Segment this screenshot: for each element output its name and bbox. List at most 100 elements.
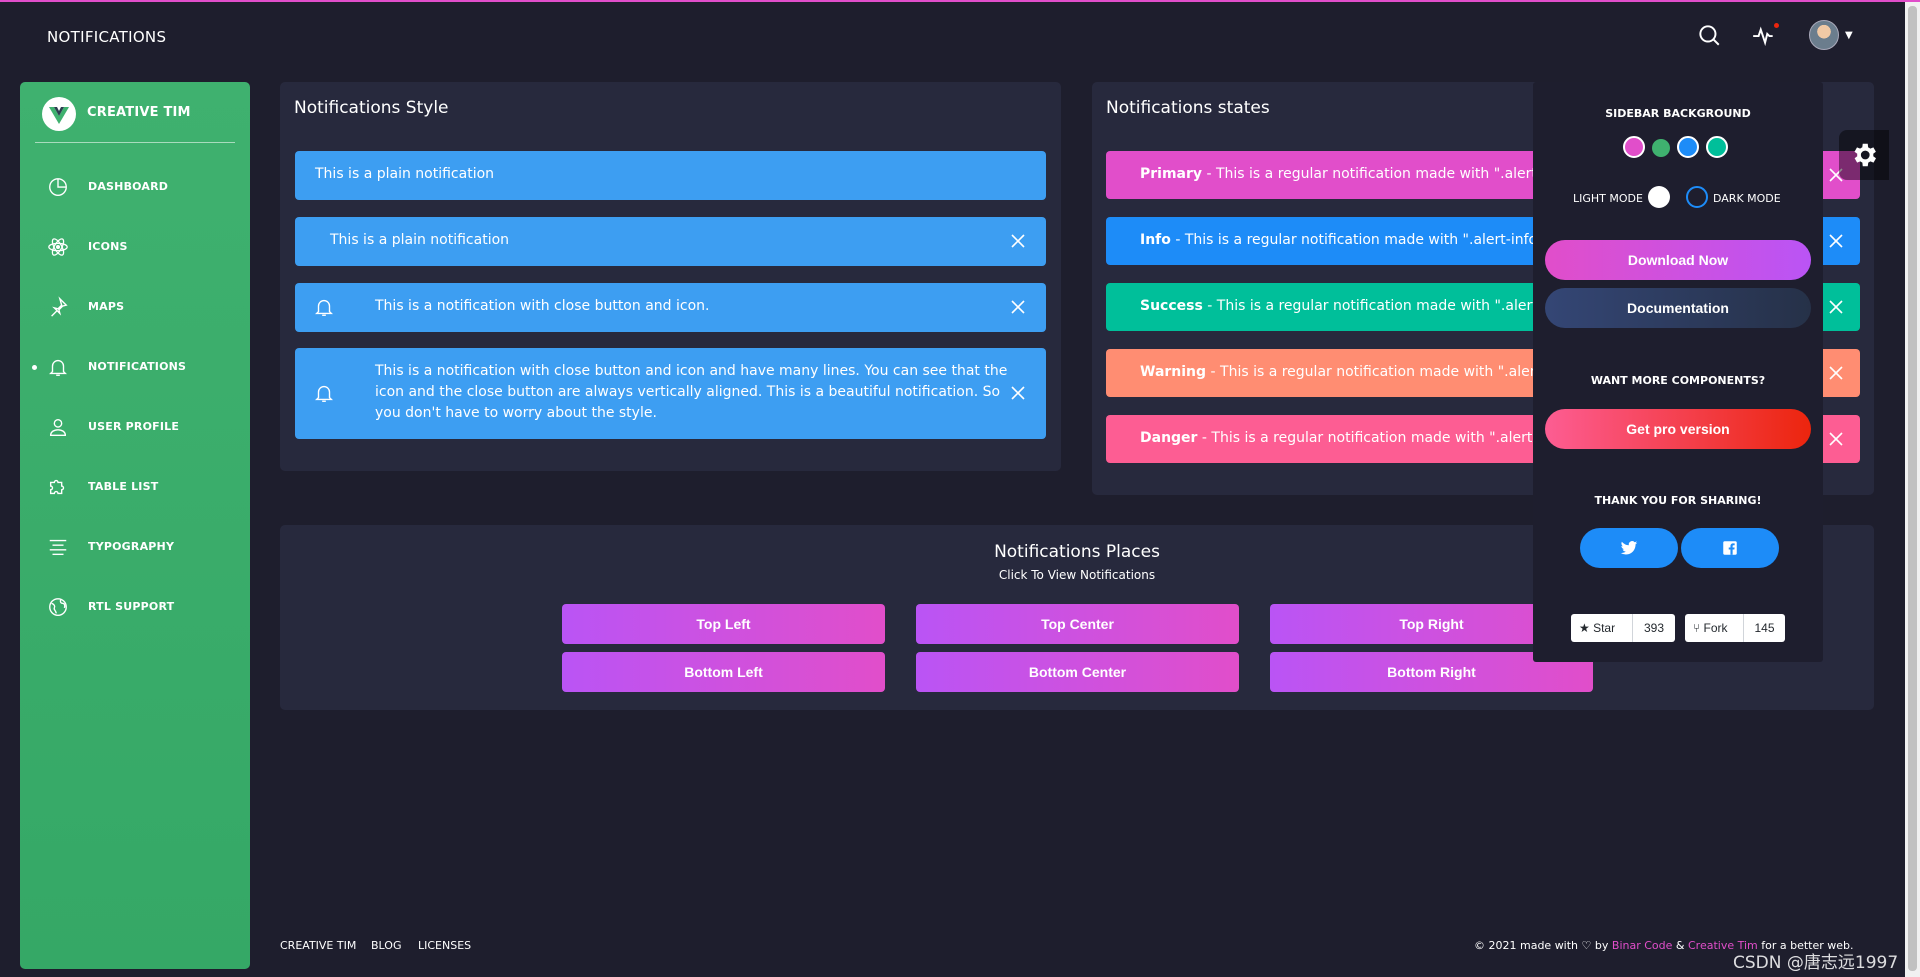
puzzle-icon: [47, 476, 69, 498]
sidebar-item-label: USER PROFILE: [88, 420, 180, 433]
sidebar: CREATIVE TIM DASHBOARD ICONS MAPS NOTIFI…: [20, 82, 250, 969]
github-fork-label: ⑂ Fork: [1685, 614, 1728, 642]
card-title: Notifications Style: [294, 98, 449, 118]
color-swatch-primary[interactable]: [1623, 136, 1645, 158]
github-star-label: ★ Star: [1571, 614, 1615, 642]
card-title: Notifications Places: [994, 542, 1160, 562]
sidebar-item-typography[interactable]: TYPOGRAPHY: [20, 527, 250, 567]
github-fork-button[interactable]: ⑂ Fork 145: [1685, 614, 1785, 642]
sidebar-item-notifications[interactable]: NOTIFICATIONS: [20, 347, 250, 387]
avatar: [1809, 20, 1839, 50]
alert-text: Info - This is a regular notification ma…: [1140, 232, 1544, 248]
card-title: Notifications states: [1106, 98, 1270, 118]
bottom-left-button[interactable]: Bottom Left: [562, 652, 885, 692]
chart-pie-icon: [47, 176, 69, 198]
sidebar-brand[interactable]: CREATIVE TIM: [87, 105, 191, 120]
sidebar-item-table-list[interactable]: TABLE LIST: [20, 467, 250, 507]
light-mode-label: LIGHT MODE: [1573, 192, 1643, 205]
sidebar-item-user-profile[interactable]: USER PROFILE: [20, 407, 250, 447]
star-count: 393: [1643, 621, 1665, 635]
color-swatch-blue[interactable]: [1677, 136, 1699, 158]
twitter-icon: [1620, 541, 1638, 555]
sidebar-item-rtl-support[interactable]: RTL SUPPORT: [20, 587, 250, 627]
world-icon: [47, 596, 69, 618]
github-star-button[interactable]: ★ Star 393: [1571, 614, 1675, 642]
twitter-share-button[interactable]: [1580, 528, 1678, 568]
creative-tim-link[interactable]: Creative Tim: [1687, 939, 1758, 952]
close-icon[interactable]: [1829, 366, 1843, 380]
icon-notification: This is a notification with close button…: [295, 283, 1046, 332]
sidebar-item-dashboard[interactable]: DASHBOARD: [20, 167, 250, 207]
search-icon[interactable]: [1696, 22, 1722, 48]
alert-text: Success - This is a regular notification…: [1140, 298, 1604, 314]
sidebar-item-label: TYPOGRAPHY: [88, 540, 175, 553]
facebook-icon: [1723, 541, 1737, 555]
sidebar-item-icons[interactable]: ICONS: [20, 227, 250, 267]
by-text: by: [1594, 939, 1609, 952]
alert-text: This is a notification with close button…: [375, 363, 1008, 421]
bell-icon: [47, 356, 69, 378]
alert-message: - This is a regular notification made wi…: [1170, 232, 1544, 248]
close-icon[interactable]: [1011, 386, 1025, 400]
align-center-icon: [47, 536, 69, 558]
alert-text: This is a plain notification: [330, 232, 510, 248]
alert-label: Danger: [1140, 430, 1198, 446]
scrollbar-thumb[interactable]: [1908, 6, 1917, 971]
more-components-heading: WANT MORE COMPONENTS?: [1590, 374, 1766, 387]
settings-toggle[interactable]: [1839, 130, 1889, 180]
alert-label: Warning: [1140, 364, 1207, 380]
thanks-heading: THANK YOU FOR SHARING!: [1594, 494, 1762, 507]
close-icon[interactable]: [1011, 300, 1025, 314]
plain-notification-closable: This is a plain notification: [295, 217, 1046, 266]
close-icon[interactable]: [1829, 300, 1843, 314]
get-pro-button[interactable]: Get pro version: [1545, 409, 1811, 449]
fork-label: Fork: [1703, 621, 1728, 635]
top-left-button[interactable]: Top Left: [562, 604, 885, 644]
amp-text: &: [1675, 939, 1685, 952]
close-icon[interactable]: [1829, 432, 1843, 446]
alert-message: - This is a regular notification made wi…: [1202, 166, 1604, 182]
vue-logo-icon[interactable]: [42, 97, 76, 131]
bottom-center-button[interactable]: Bottom Center: [916, 652, 1239, 692]
dark-mode-toggle[interactable]: [1686, 186, 1708, 208]
footer-link-creative-tim[interactable]: CREATIVE TIM: [280, 939, 357, 952]
star-icon: ★: [1579, 621, 1594, 635]
scrollbar[interactable]: [1905, 2, 1920, 977]
suffix-text: for a better web.: [1761, 939, 1854, 952]
binar-code-link[interactable]: Binar Code: [1611, 939, 1673, 952]
alert-text: This is a notification with close button…: [375, 298, 710, 314]
heart-icon: ♡: [1581, 939, 1592, 952]
close-icon[interactable]: [1829, 234, 1843, 248]
notification-dot: [1774, 23, 1779, 28]
multiline-notification: This is a notification with close button…: [295, 348, 1046, 439]
close-icon[interactable]: [1829, 168, 1843, 182]
download-button[interactable]: Download Now: [1545, 240, 1811, 280]
documentation-button[interactable]: Documentation: [1545, 288, 1811, 328]
light-mode-toggle[interactable]: [1648, 186, 1670, 208]
activity-icon[interactable]: [1751, 22, 1779, 48]
facebook-share-button[interactable]: [1681, 528, 1779, 568]
settings-dropdown: SIDEBAR BACKGROUND LIGHT MODE DARK MODE …: [1533, 82, 1823, 662]
footer-link-licenses[interactable]: LICENSES: [418, 939, 472, 952]
close-icon[interactable]: [1011, 234, 1025, 248]
notifications-style-card: Notifications Style This is a plain noti…: [280, 82, 1061, 471]
page-title[interactable]: NOTIFICATIONS: [47, 28, 167, 46]
top-center-button[interactable]: Top Center: [916, 604, 1239, 644]
atom-icon: [47, 236, 69, 258]
sidebar-item-label: NOTIFICATIONS: [88, 360, 187, 373]
sidebar-item-maps[interactable]: MAPS: [20, 287, 250, 327]
color-swatch-teal[interactable]: [1706, 136, 1728, 158]
pin-icon: [47, 296, 69, 318]
gear-icon: [1854, 143, 1876, 167]
sidebar-item-label: MAPS: [88, 300, 125, 313]
user-menu[interactable]: ▼: [1809, 20, 1855, 50]
sidebar-divider: [35, 142, 235, 143]
alert-message: - This is a regular notification made wi…: [1202, 298, 1604, 314]
color-swatch-green[interactable]: [1652, 139, 1670, 157]
footer-link-blog[interactable]: BLOG: [371, 939, 402, 952]
dark-mode-label: DARK MODE: [1713, 192, 1781, 205]
alert-message: - This is a regular notification made wi…: [1206, 364, 1609, 380]
sidebar-background-heading: SIDEBAR BACKGROUND: [1605, 107, 1751, 120]
plain-notification: This is a plain notification: [295, 151, 1046, 200]
separator: [1632, 614, 1633, 642]
